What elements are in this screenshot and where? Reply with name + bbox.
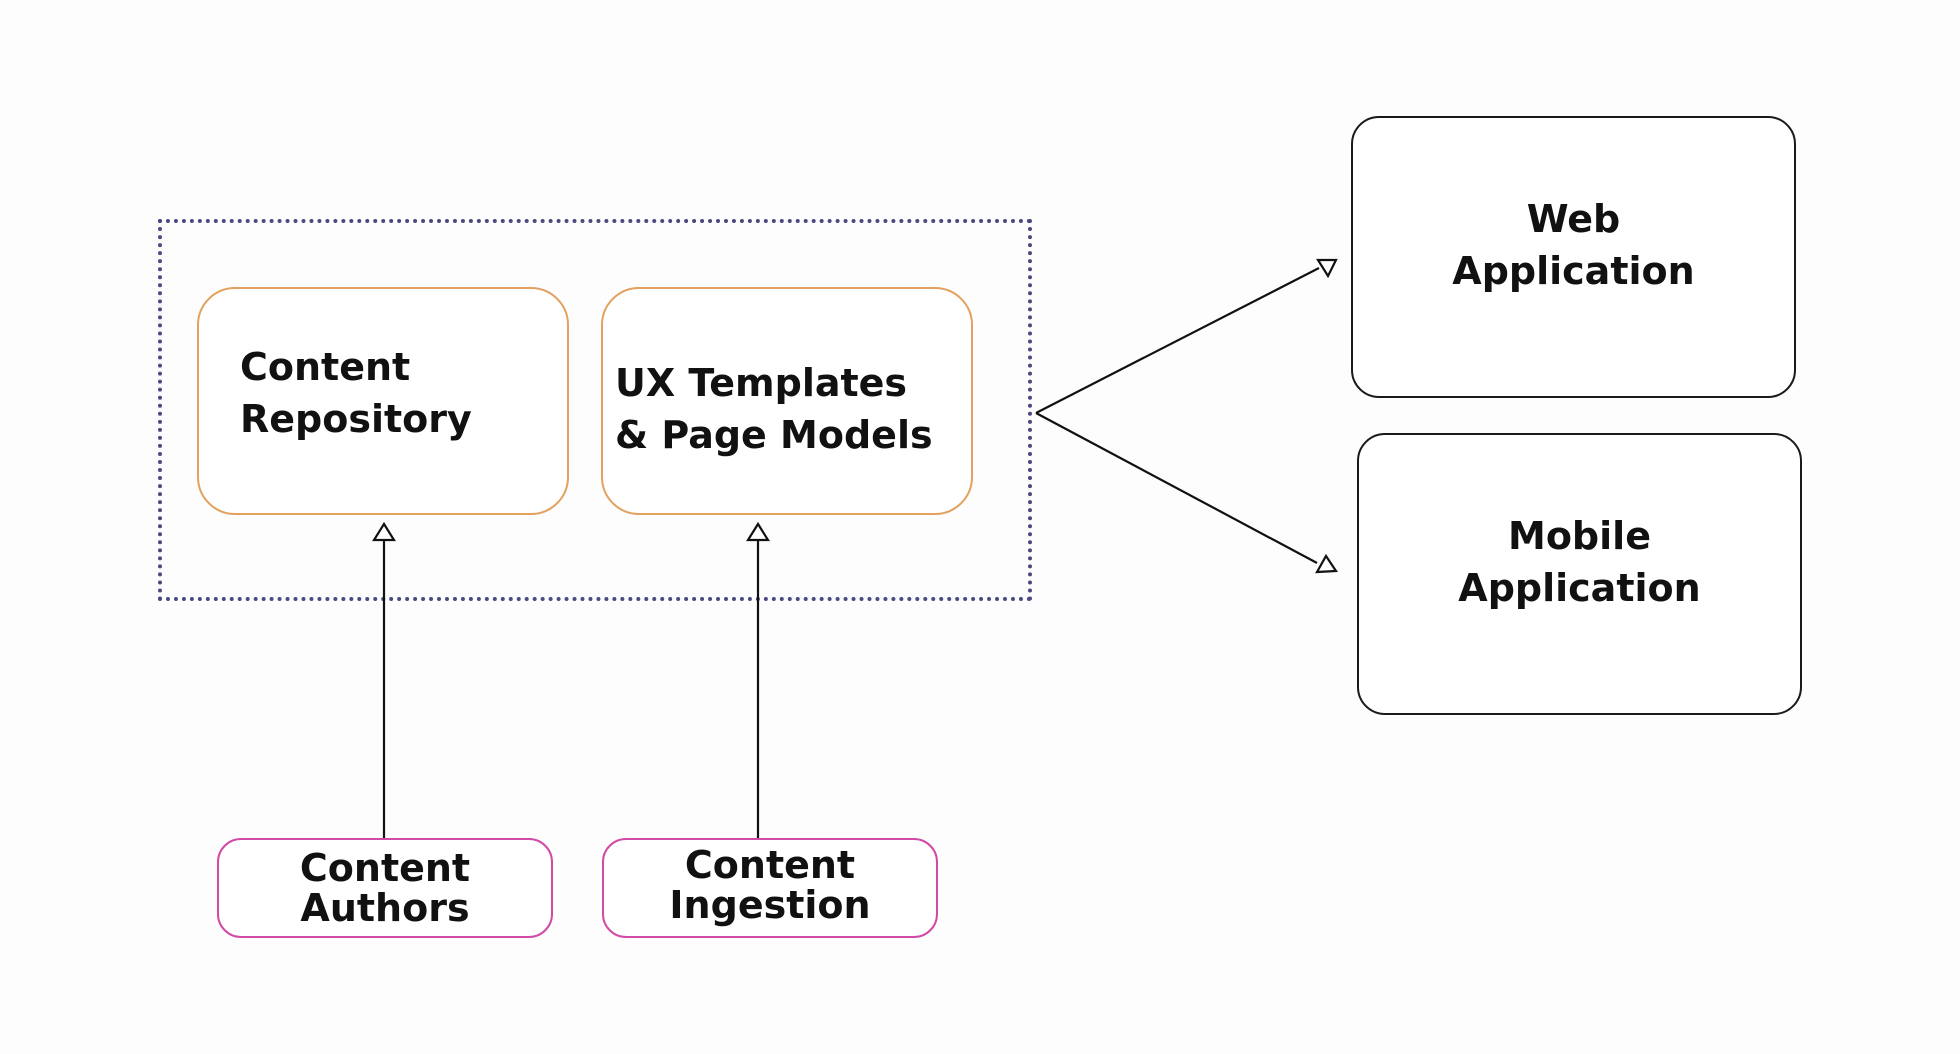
web-application-node[interactable]: Web Application <box>1351 116 1796 398</box>
web-application-label-line-2: Application <box>1452 249 1695 293</box>
edge-group-to-web-application <box>1035 267 1320 414</box>
content-ingestion-label-line-2: Ingestion <box>669 883 871 927</box>
mobile-application-label-line-1: Mobile <box>1508 514 1651 558</box>
content-repository-label-line-1: Content <box>240 345 411 389</box>
content-ingestion-node[interactable]: Content Ingestion <box>602 838 938 938</box>
web-application-label-line-1: Web <box>1526 197 1621 241</box>
content-ingestion-label-line-1: Content <box>684 843 856 887</box>
ux-templates-label-line-1: UX Templates <box>615 361 908 405</box>
arrowhead-ingestion-to-ux-templates <box>746 521 770 542</box>
ux-templates-node[interactable]: UX Templates & Page Models <box>601 287 973 515</box>
cms-group-boundary <box>158 219 1032 601</box>
mobile-application-label-line-2: Application <box>1458 566 1701 610</box>
content-repository-label-line-2: Repository <box>240 397 472 441</box>
ux-templates-label-line-2: & Page Models <box>615 413 933 457</box>
content-repository-node[interactable]: Content Repository <box>197 287 569 515</box>
arrowhead-authors-to-repository <box>372 521 396 542</box>
content-authors-label-line-2: Authors <box>300 886 470 930</box>
content-authors-label-line-1: Content <box>299 846 471 890</box>
content-authors-node[interactable]: Content Authors <box>217 838 553 938</box>
mobile-application-node[interactable]: Mobile Application <box>1357 433 1802 715</box>
arrowhead-group-to-web-application <box>1316 258 1338 279</box>
edge-group-to-mobile-application <box>1035 412 1318 564</box>
arrowhead-group-to-mobile-application <box>1315 553 1338 574</box>
